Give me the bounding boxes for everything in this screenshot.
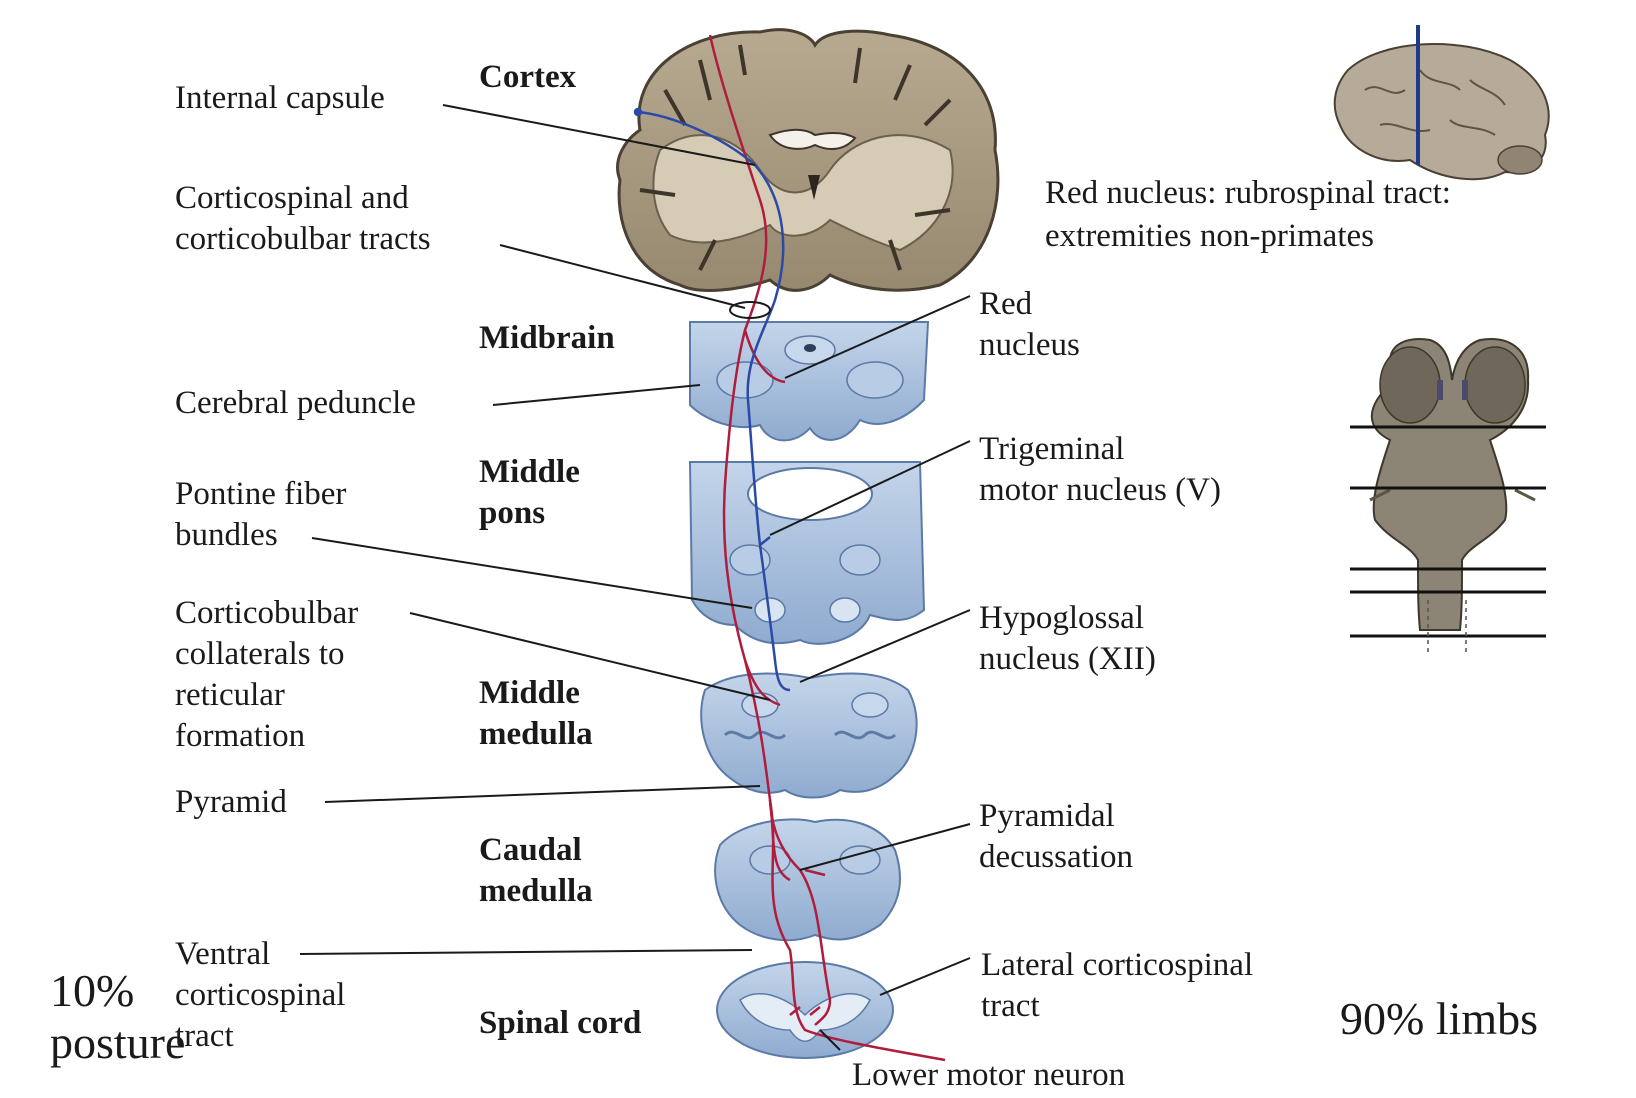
label-hypoglossal-nucleus: Hypoglossal nucleus (XII) [979,598,1156,680]
label-pyramidal-decussation-line-2: decussation [979,839,1133,875]
label-corticospinal-corticobulbar-line-2: corticobulbar tracts [175,221,431,257]
label-pyramidal-decussation: Pyramidal decussation [979,796,1133,878]
region-middle-medulla: Middle medulla [479,673,593,755]
label-ventral-corticospinal-line-3: tract [175,1018,234,1054]
brainstem-thumbnail [1350,338,1546,655]
spinal-cord-section [716,961,894,1059]
region-middle-medulla-line-1: Middle [479,675,580,711]
label-lower-motor-neuron: Lower motor neuron [852,1057,1126,1093]
internal-capsule-ring [729,301,771,319]
label-pontine-fiber-bundles-line-1: Pontine fiber [175,476,347,512]
label-hypoglossal-nucleus-line-2: nucleus (XII) [979,641,1156,677]
region-caudal-medulla-line-2: medulla [479,873,593,909]
label-internal-capsule: Internal capsule [175,80,385,116]
caudal-medulla-section [714,818,901,942]
note-ten-percent-line-2: posture [50,1017,186,1068]
region-middle-pons-line-1: Middle [479,454,580,490]
label-lateral-corticospinal-line-1: Lateral corticospinal [981,947,1254,983]
label-pontine-fiber-bundles: Pontine fiber bundles [175,474,346,556]
label-lateral-corticospinal-line-2: tract [981,988,1040,1024]
note-ten-percent-line-1: 10% [50,965,135,1016]
label-pyramid: Pyramid [175,784,287,820]
label-corticospinal-corticobulbar-line-1: Corticospinal and [175,180,409,216]
label-red-nucleus-line-2: nucleus [979,327,1080,363]
label-lateral-corticospinal: Lateral corticospinal tract [981,945,1253,1027]
region-midbrain: Midbrain [479,320,615,356]
label-red-nucleus-line-1: Red [979,286,1033,322]
label-trigeminal-motor-nucleus-line-1: Trigeminal [979,431,1125,467]
label-corticobulbar-collaterals-line-3: reticular [175,677,285,713]
label-corticobulbar-collaterals-line-1: Corticobulbar [175,595,359,631]
label-hypoglossal-nucleus-line-1: Hypoglossal [979,600,1144,636]
label-corticobulbar-collaterals: Corticobulbar collaterals to reticular f… [175,593,358,757]
label-trigeminal-motor-nucleus-line-2: motor nucleus (V) [979,472,1221,508]
region-caudal-medulla-line-1: Caudal [479,832,582,868]
note-ninety-percent: 90% limbs [1340,993,1539,1044]
label-trigeminal-motor-nucleus: Trigeminal motor nucleus (V) [979,429,1221,511]
label-pyramidal-decussation-line-1: Pyramidal [979,798,1115,834]
label-corticobulbar-collaterals-line-2: collaterals to [175,636,345,672]
region-middle-pons: Middle pons [479,452,580,534]
label-ventral-corticospinal-line-1: Ventral [175,936,271,972]
label-cerebral-peduncle: Cerebral peduncle [175,385,416,421]
lateral-brain-thumbnail [1333,25,1550,181]
coronal-brain-section [616,28,1000,292]
note-ten-percent: 10% posture [50,965,185,1069]
label-red-nucleus: Red nucleus [979,284,1080,366]
region-middle-pons-line-2: pons [479,495,546,531]
note-rubrospinal-line-2: extremities non-primates [1045,218,1374,254]
midbrain-section [689,321,930,442]
label-pontine-fiber-bundles-line-2: bundles [175,517,278,553]
note-rubrospinal-line-1: Red nucleus: rubrospinal tract: [1045,175,1451,211]
region-caudal-medulla: Caudal medulla [479,830,593,912]
label-ventral-corticospinal-line-2: corticospinal [175,977,346,1013]
label-corticospinal-corticobulbar: Corticospinal and corticobulbar tracts [175,178,431,260]
region-middle-medulla-line-2: medulla [479,716,593,752]
label-ventral-corticospinal: Ventral corticospinal tract [175,934,345,1057]
region-cortex: Cortex [479,59,577,95]
note-rubrospinal: Red nucleus: rubrospinal tract: extremit… [1045,172,1451,258]
region-spinal-cord: Spinal cord [479,1005,642,1041]
leader-lines [299,104,971,1051]
label-corticobulbar-collaterals-line-4: formation [175,718,306,754]
corticospinal-tract-red [708,34,946,1062]
